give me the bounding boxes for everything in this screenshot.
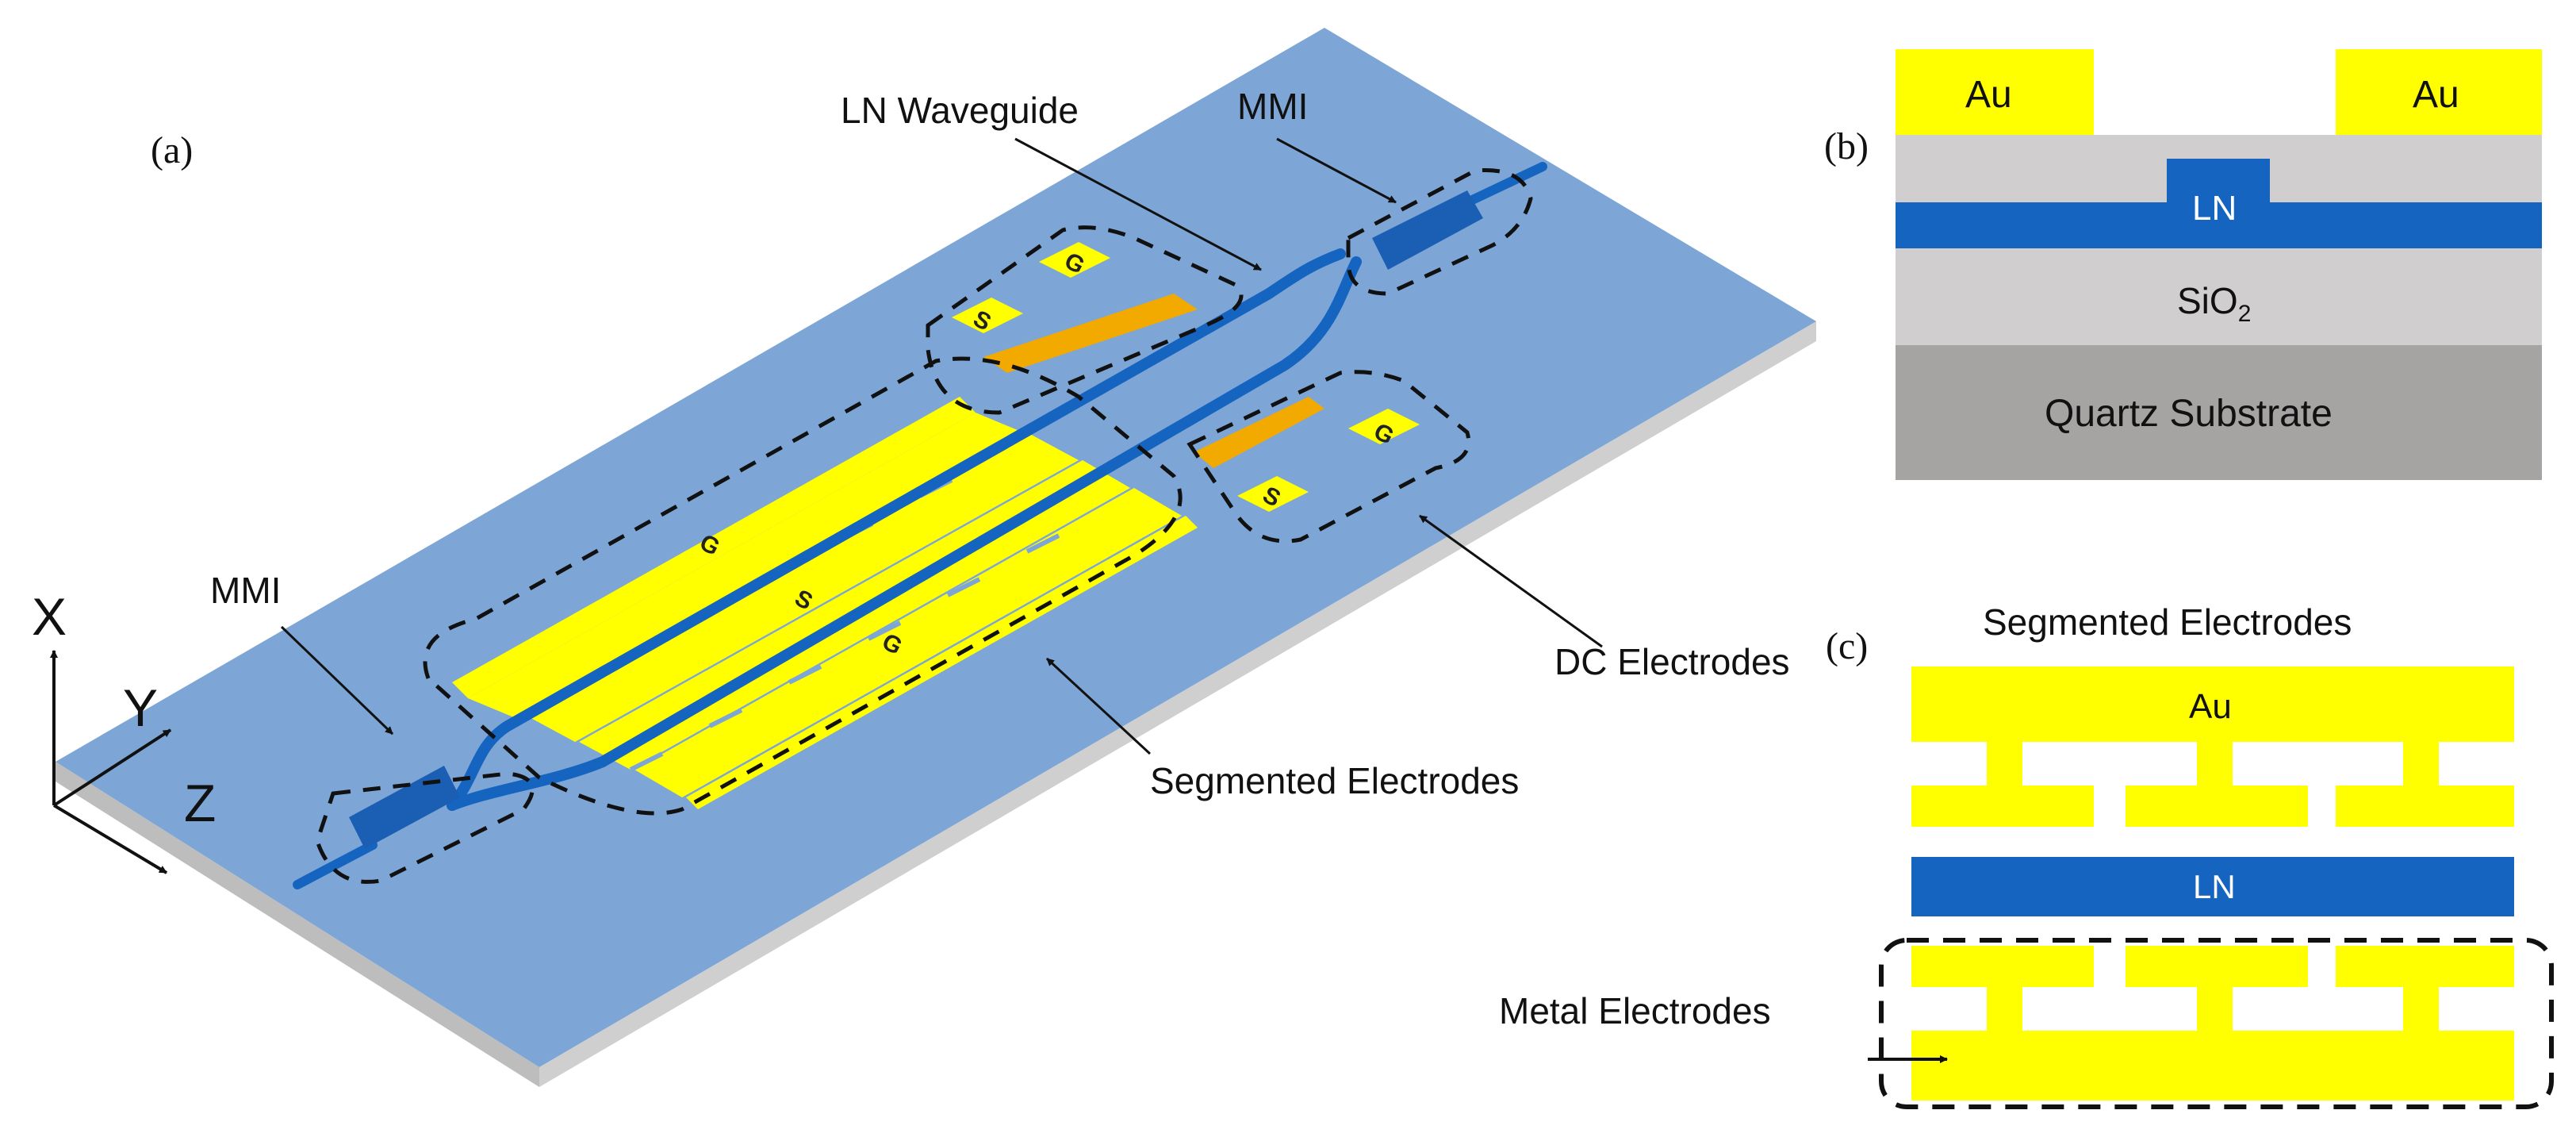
c-lower-stem-3 <box>2403 987 2439 1031</box>
chip-front-face <box>56 762 539 1087</box>
axis-triad <box>50 650 172 874</box>
c-lower-stem-1 <box>1987 987 2022 1031</box>
panel-a: G S G S G S G <box>32 28 1816 1087</box>
dashed-outlines <box>315 167 1533 884</box>
b-label-ln: LN <box>2192 189 2237 228</box>
dc-upper-gold-body <box>983 294 1198 373</box>
label-mmi-top: MMI <box>1237 86 1308 127</box>
axis-y-label: Y <box>123 678 158 737</box>
label-mmi-left: MMI <box>210 570 281 611</box>
c-label-ln: LN <box>2193 868 2236 905</box>
panel-b: (b) Au Au LN SiO2 Quartz Substrate <box>1824 49 2542 480</box>
c-upper-stem-2 <box>2197 742 2233 786</box>
axis-y-line <box>52 728 172 807</box>
c-lower-bar <box>1911 1031 2514 1101</box>
c-upper-bar <box>1911 666 2514 742</box>
b-label-au-left: Au <box>1965 74 2012 116</box>
outline-mmi-right <box>1346 167 1533 296</box>
c-lower-seg-2 <box>2126 946 2308 987</box>
outline-dc-lower <box>1186 370 1470 544</box>
b-au-right <box>2336 49 2542 135</box>
electrode-g-top <box>452 397 976 698</box>
axis-z-line <box>52 804 168 874</box>
waveguide-input <box>293 840 378 889</box>
leader-ln-waveguide <box>1014 137 1262 271</box>
c-label-au: Au <box>2189 687 2232 726</box>
leader-dc-electrodes <box>1419 514 1603 648</box>
mmi-left-block <box>349 766 460 849</box>
b-au-left <box>1896 49 2094 135</box>
c-title: Segmented Electrodes <box>1983 601 2352 643</box>
c-upper-stem-3 <box>2403 742 2439 786</box>
c-upper-stem-1 <box>1987 742 2022 786</box>
dc-lower-pad-s <box>1237 476 1309 512</box>
mmi-right-block <box>1372 190 1483 270</box>
electrode-g-bottom <box>634 488 1182 797</box>
dc-lower-pad-g <box>1348 409 1420 444</box>
waveguide-arm-lower <box>447 256 1362 811</box>
c-label-metal-electrodes: Metal Electrodes <box>1499 990 1771 1031</box>
b-sio2-lower <box>1896 248 2542 345</box>
leader-mmi-top <box>1276 137 1397 204</box>
dc-electrode-lower: S G <box>1194 397 1420 513</box>
outline-segmented <box>423 356 1183 816</box>
label-ln-waveguide: LN Waveguide <box>841 90 1079 131</box>
dc-upper-pad-g <box>1039 242 1110 278</box>
b-label-au-right: Au <box>2413 74 2459 116</box>
c-ln-strip <box>1911 857 2514 916</box>
chip-side-face <box>539 321 1816 1087</box>
b-sio2-upper-right <box>2270 135 2542 202</box>
b-sio2-upper-mid <box>2167 135 2270 159</box>
c-metal-dashed-outline <box>1879 938 2554 1109</box>
c-upper-seg-1 <box>1911 786 2094 827</box>
b-label-sio2: SiO2 <box>2177 280 2251 327</box>
leader-mmi-left <box>280 625 394 736</box>
axis-z-label: Z <box>184 774 216 832</box>
dc-upper-pad-s <box>952 298 1023 333</box>
label-dc-electrodes: DC Electrodes <box>1554 641 1790 682</box>
panel-b-tag: (b) <box>1824 125 1869 167</box>
b-ln-ridge <box>2167 159 2270 205</box>
outline-mmi-left <box>315 771 535 884</box>
label-segmented-electrodes: Segmented Electrodes <box>1150 760 1519 801</box>
panel-c-tag: (c) <box>1826 625 1868 667</box>
c-lower-electrode <box>1911 946 2514 1101</box>
electrode-g-top-pad <box>468 413 1023 718</box>
panel-a-tag: (a) <box>151 129 193 171</box>
electrode-s-mid <box>523 432 1079 742</box>
b-ln-slab <box>1896 202 2542 248</box>
waveguide-output <box>1462 162 1547 207</box>
outline-dc-upper <box>926 225 1244 415</box>
b-sio2-upper-left <box>1896 135 2167 202</box>
b-label-substrate: Quartz Substrate <box>2045 393 2333 435</box>
c-lower-stem-2 <box>2197 987 2233 1031</box>
c-lower-seg-3 <box>2336 946 2514 987</box>
leader-segmented-electrodes <box>1045 657 1152 755</box>
c-lower-seg-1 <box>1911 946 2094 987</box>
b-quartz-substrate <box>1896 345 2542 480</box>
c-upper-seg-3 <box>2336 786 2514 827</box>
c-upper-seg-2 <box>2126 786 2308 827</box>
c-upper-electrode <box>1911 666 2514 827</box>
dc-lower-gold-body <box>1194 397 1324 468</box>
panel-c: (c) Segmented Electrodes Au LN Metal <box>1499 601 2554 1109</box>
axis-x-label: X <box>32 587 67 646</box>
